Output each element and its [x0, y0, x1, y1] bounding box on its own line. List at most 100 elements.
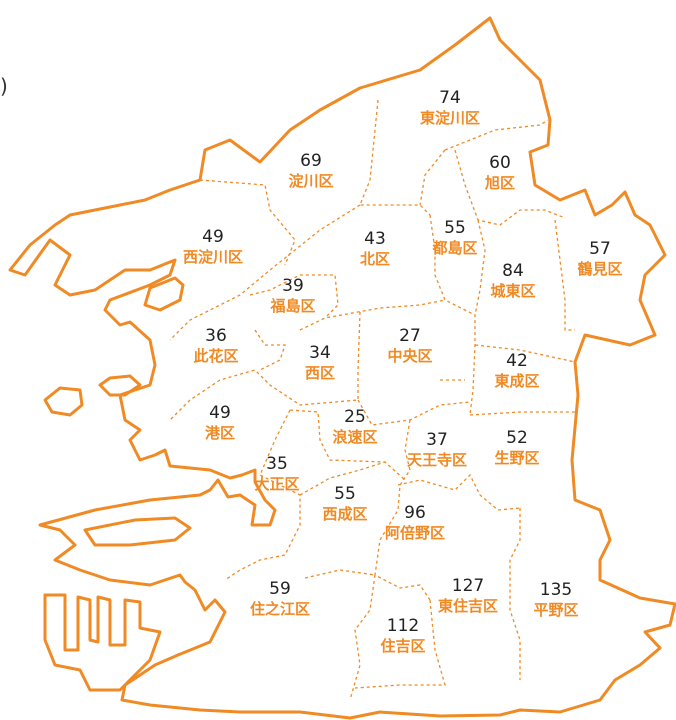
ward-count: 112: [387, 616, 419, 636]
ward-border: [419, 149, 446, 206]
ward-border: [397, 473, 521, 511]
ward-border: [429, 214, 476, 416]
ward-name: 淀川区: [288, 172, 333, 190]
ward-name: 浪速区: [332, 428, 377, 446]
ward-count: 25: [344, 407, 366, 427]
ward-border: [509, 508, 521, 680]
ward-name: 港区: [205, 424, 235, 442]
ward-count: 39: [282, 276, 304, 296]
ward-count: 36: [205, 326, 227, 346]
ward-border: [299, 299, 446, 331]
ward-count: 52: [506, 428, 528, 448]
ward-name: 阿倍野区: [385, 524, 445, 542]
ward-border: [357, 399, 471, 426]
ward-name: 生野区: [494, 449, 539, 467]
ward-count: 127: [452, 576, 484, 596]
ward-border: [289, 409, 406, 481]
ward-name: 大正区: [254, 475, 299, 493]
ward-count: 35: [266, 454, 288, 474]
ward-name: 此花区: [193, 347, 238, 365]
ward-count: 60: [489, 153, 511, 173]
island-pier-2: [83, 516, 192, 547]
ward-name: 東淀川区: [420, 109, 480, 127]
ward-name: 東住吉区: [438, 597, 498, 615]
ward-count: 49: [202, 227, 224, 247]
pier-left: [43, 593, 162, 692]
ward-border: [454, 149, 566, 226]
ward-count: 74: [439, 88, 461, 108]
ward-name: 西成区: [322, 505, 367, 523]
ward-name: 住之江区: [250, 600, 310, 618]
ward-border: [169, 204, 361, 341]
ward-border: [354, 599, 446, 689]
ward-count: 43: [364, 229, 386, 249]
ward-count: 27: [399, 326, 421, 346]
ward-border: [554, 219, 575, 331]
ward-border: [474, 219, 486, 316]
ward-border: [199, 179, 296, 266]
ward-count: 55: [334, 484, 356, 504]
ward-name: 中央区: [387, 347, 432, 365]
ward-border: [169, 311, 361, 421]
stray-paren-text: ): [0, 74, 8, 98]
ward-border: [224, 409, 301, 581]
ward-border-layer: [169, 99, 576, 701]
ward-border: [254, 329, 286, 371]
ward-border: [444, 119, 549, 151]
ward-name: 城東区: [490, 282, 535, 300]
ward-count: 84: [502, 261, 524, 281]
ward-count: 55: [444, 218, 466, 238]
ward-name: 都島区: [431, 239, 477, 257]
ward-count: 135: [540, 580, 572, 600]
ward-count: 49: [209, 403, 231, 423]
ward-count: 59: [269, 579, 291, 599]
ward-border: [304, 569, 376, 579]
ward-border: [469, 411, 575, 416]
ward-name: 西淀川区: [183, 248, 243, 266]
ward-count: 42: [506, 351, 528, 371]
ward-border: [299, 461, 386, 496]
map-outline-layer: [8, 16, 676, 720]
ward-name: 住吉区: [380, 637, 425, 655]
island-pier-1: [98, 374, 142, 397]
ward-border: [249, 274, 339, 319]
ward-border: [349, 574, 376, 701]
city-outline: [8, 16, 676, 720]
ward-name: 旭区: [484, 174, 515, 192]
ward-count: 57: [589, 239, 611, 259]
ward-count: 37: [426, 430, 448, 450]
ward-count: 34: [309, 343, 331, 363]
ward-name: 天王寺区: [407, 451, 467, 469]
ward-count: 69: [300, 151, 322, 171]
ward-name: 鶴見区: [577, 260, 622, 278]
ward-name: 北区: [360, 250, 390, 268]
ward-name: 西区: [305, 364, 335, 382]
ward-name: 平野区: [533, 601, 578, 619]
ward-count: 96: [404, 503, 426, 523]
ward-name: 東成区: [494, 372, 539, 390]
pier-top-left: [143, 276, 185, 312]
ward-name: 福島区: [269, 297, 315, 315]
